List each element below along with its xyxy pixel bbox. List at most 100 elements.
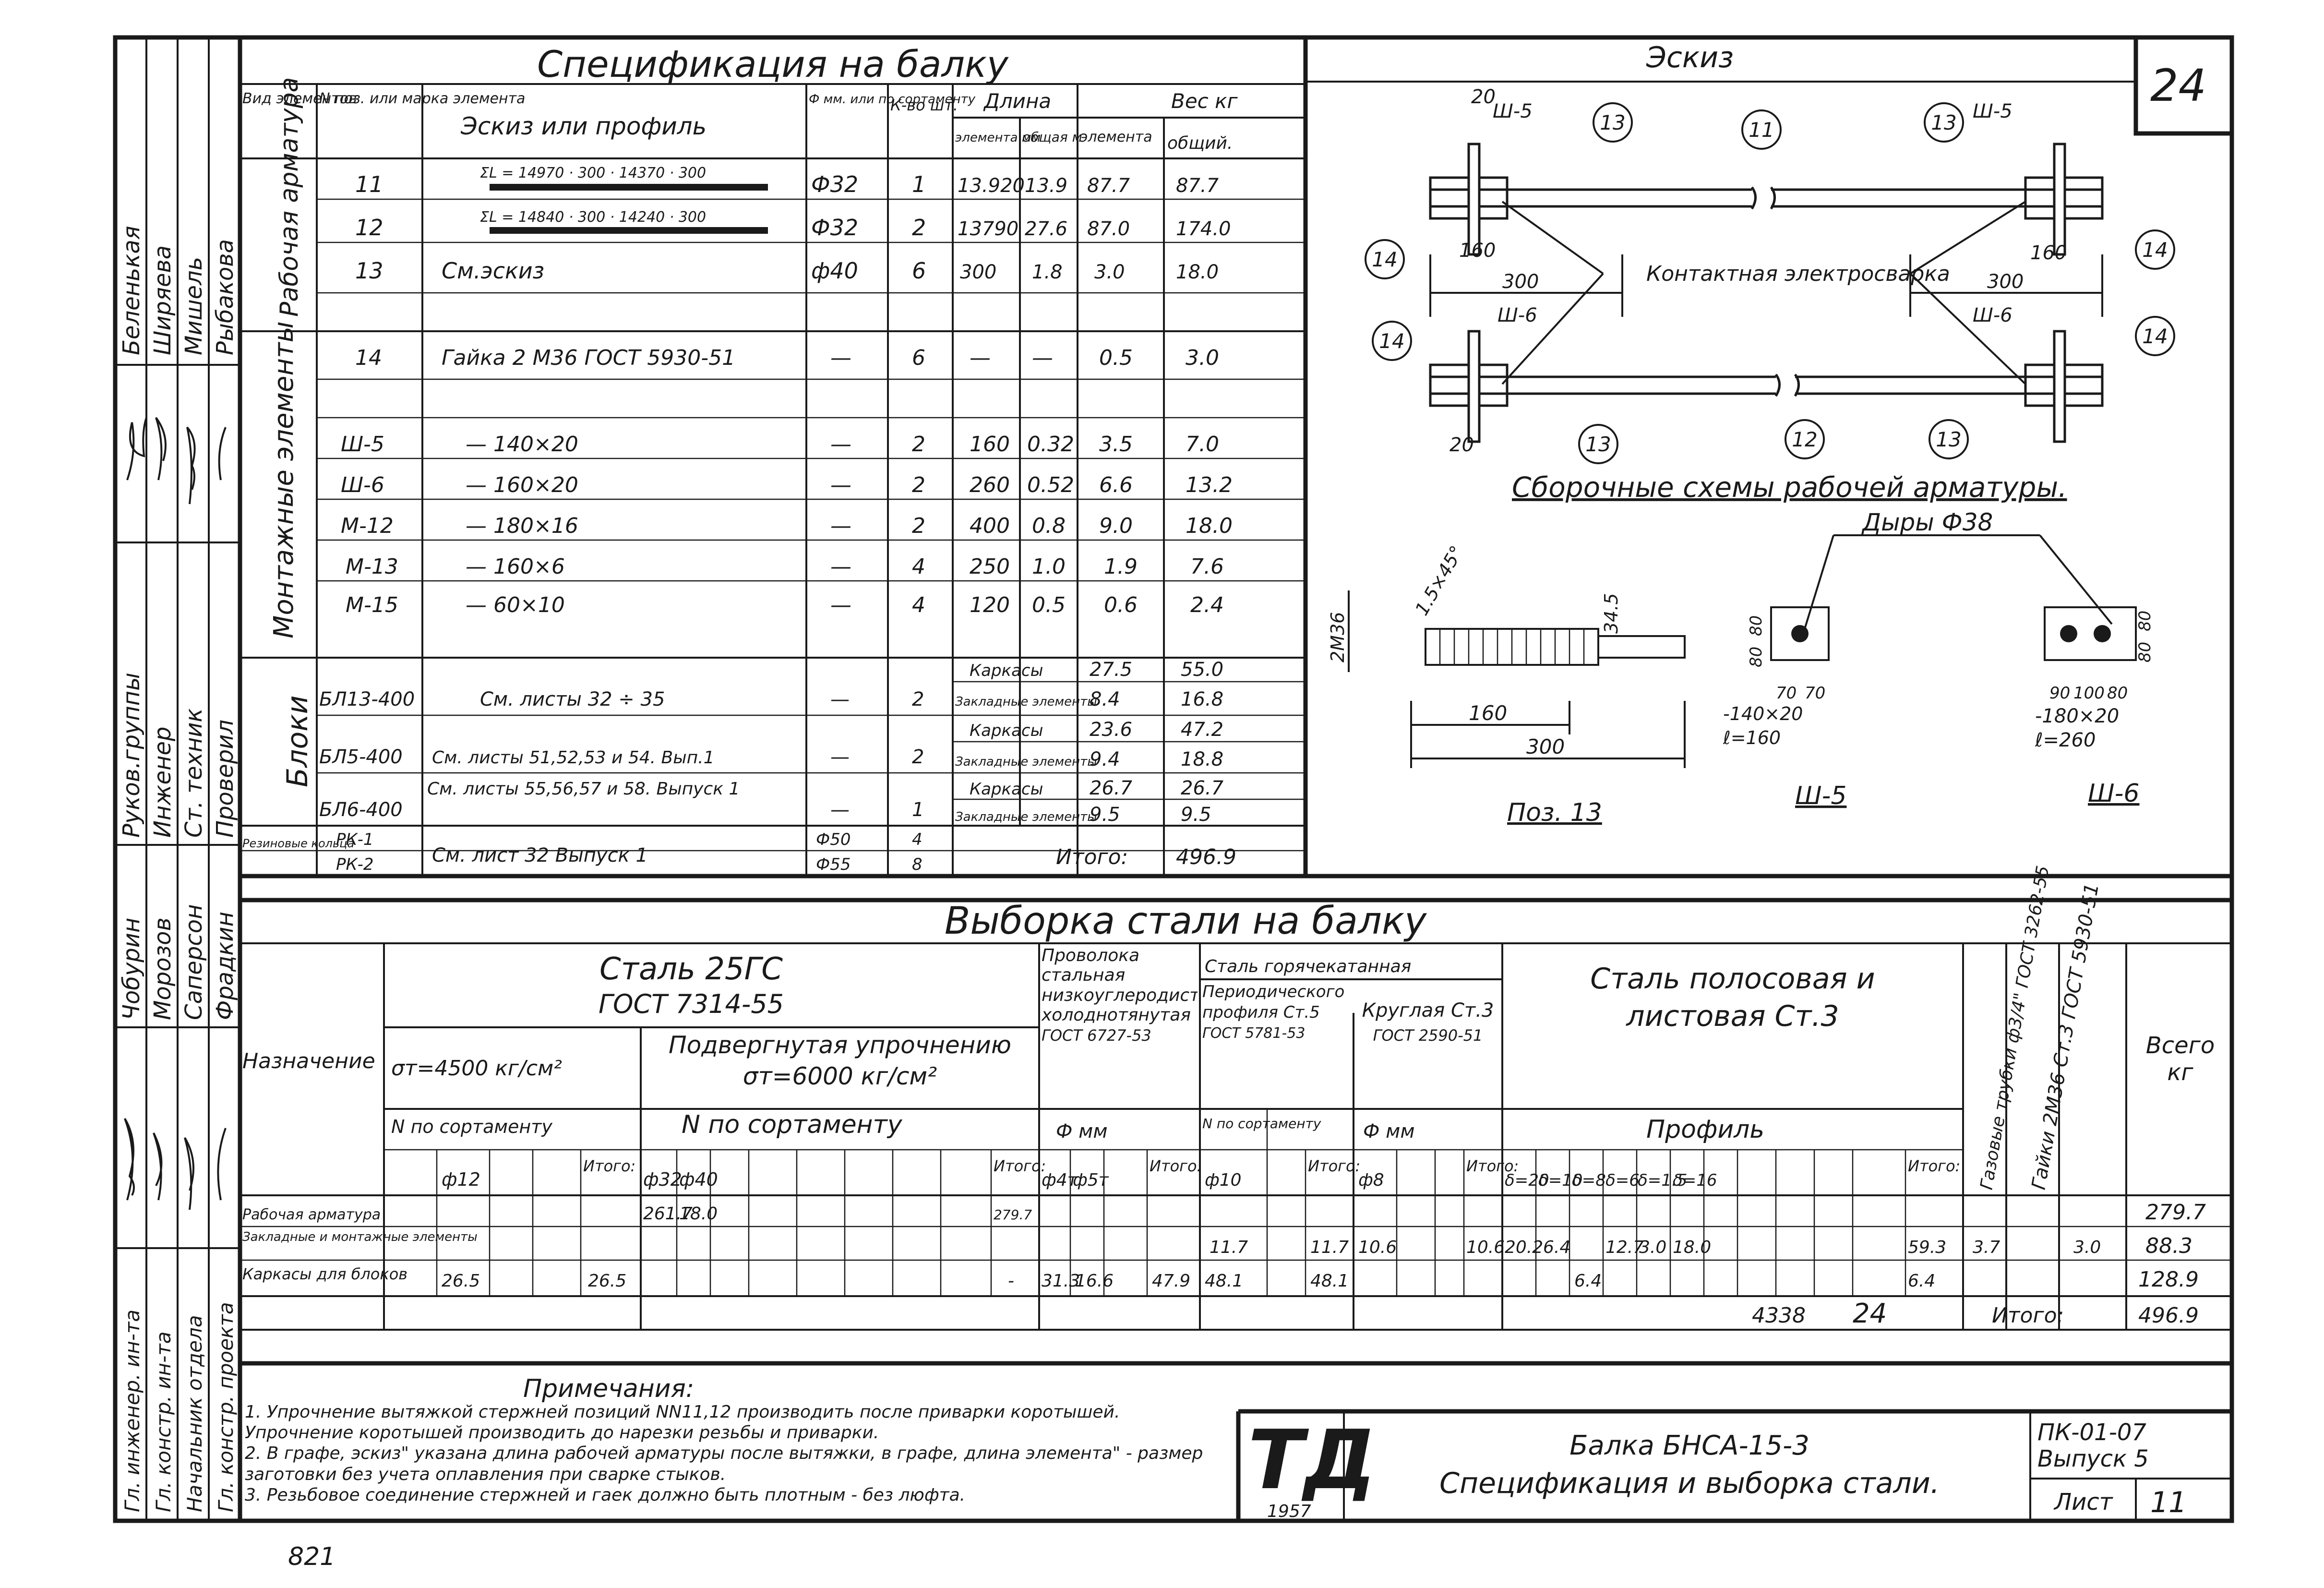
- cell-qty: 6: [912, 258, 926, 284]
- cell-w-el: 26.7: [1090, 777, 1133, 799]
- col-itogo: Итого:: [1908, 1157, 1960, 1175]
- cell-value: 279.7: [994, 1207, 1032, 1223]
- bubble-14: 14: [1372, 321, 1412, 361]
- cell-qty: 4: [912, 830, 922, 849]
- header-weight: Вес кг: [1171, 89, 1238, 113]
- cell-w-el: 9.4: [1090, 748, 1120, 770]
- cell-value: 3.7: [1973, 1238, 2000, 1257]
- header-weight-total: общий.: [1167, 133, 1233, 153]
- svg-text:70: 70: [1776, 684, 1797, 703]
- cell-len-tot: 0.8: [1032, 514, 1066, 538]
- detail-sh6: 90 100 80 80 80 -180×20 ℓ=260 Ш-6: [2035, 534, 2155, 808]
- cell-subitem: Каркасы: [970, 661, 1043, 680]
- stamp-sheet-no: 11: [2150, 1486, 2187, 1519]
- dim-label: 160: [1459, 240, 1496, 262]
- cell-w-el: 27.5: [1090, 659, 1132, 681]
- cell-pos: М-15: [346, 593, 398, 617]
- cell-pos: 13: [355, 258, 383, 284]
- cell-pos: 12: [355, 215, 383, 241]
- side-name: Фрадкин: [212, 912, 239, 1020]
- group-label: Блоки: [281, 696, 314, 787]
- cell-dia: Ф55: [816, 855, 851, 874]
- cell-qty: 1: [912, 799, 924, 821]
- col-delta: δ=16: [1673, 1171, 1717, 1190]
- vyborka-grand-total: 496.9: [2138, 1303, 2199, 1328]
- cell-dia: Ф50: [816, 830, 851, 849]
- detail-sh5: Дыры Ф38 80 80 70 70 -140×20 ℓ=160 Ш-5: [1723, 508, 2040, 810]
- cell-value: 26.5: [442, 1271, 480, 1291]
- side-name: Ширяева: [149, 245, 176, 355]
- svg-text:13: 13: [1600, 111, 1625, 134]
- vyborka-ref: 4338: [1752, 1303, 1806, 1328]
- spec-table: Спецификация на балку: [240, 43, 1306, 876]
- stamp-issue: Выпуск 5: [2037, 1445, 2149, 1472]
- cell-pos: БЛ6-400: [319, 799, 403, 821]
- stamp-title2: Спецификация и выборка стали.: [1439, 1467, 1940, 1500]
- cell-pos: М-13: [346, 554, 398, 579]
- cell-profile: См. листы 51,52,53 и 54. Вып.1: [432, 748, 715, 768]
- cell-len-el: 120: [970, 593, 1010, 617]
- cell-value: -: [1008, 1271, 1014, 1291]
- cell-w-tot: 3.0: [1186, 346, 1219, 370]
- side-role: Проверил: [212, 720, 239, 838]
- cell-w-el: 87.7: [1087, 175, 1130, 197]
- svg-text:80: 80: [2135, 642, 2155, 662]
- bubble-13: 13: [1578, 424, 1618, 464]
- bubble-13: 13: [1593, 102, 1633, 143]
- spec-total-label: Итого:: [1056, 845, 1128, 869]
- svg-text:300: 300: [1526, 735, 1565, 758]
- cell-profile: См. листы 55,56,57 и 58. Выпуск 1: [427, 779, 740, 799]
- col-delta: δ=8: [1572, 1171, 1606, 1190]
- hot-mm: Ф мм: [1363, 1120, 1415, 1143]
- side-role: Ст. техник: [180, 709, 207, 838]
- bubble-12: 12: [1785, 419, 1825, 459]
- cell-len-tot: 0.52: [1027, 473, 1074, 497]
- col-delta: δ=1.5: [1638, 1171, 1687, 1190]
- welding-note: Контактная электросварка: [1646, 262, 1950, 286]
- spec-title: Спецификация на балку: [537, 43, 1009, 85]
- cell-qty: 2: [912, 432, 925, 457]
- side-role: Инженер: [149, 727, 176, 838]
- cell-len-tot: 0.32: [1027, 432, 1074, 457]
- header-length-el: элемента мм: [955, 131, 1041, 145]
- dim-label: Ш-5: [1493, 100, 1533, 122]
- cell-subitem: Закладные элементы: [955, 695, 1097, 709]
- cell-w-tot: 9.5: [1181, 804, 1211, 826]
- cell-value: 47.9: [1152, 1271, 1190, 1291]
- publisher-logo: ТД: [1248, 1413, 1376, 1508]
- sheet-frame: [113, 35, 2234, 1523]
- row-name: Закладные и монтажные элементы: [242, 1230, 478, 1244]
- cell-w-tot: 18.0: [1186, 514, 1233, 538]
- cell-dia: —: [830, 688, 850, 710]
- cell-profile: См.эскиз: [442, 258, 544, 284]
- svg-text:160: 160: [1469, 701, 1507, 725]
- svg-text:80: 80: [1747, 647, 1766, 667]
- steel25-title: Сталь 25ГС: [599, 951, 783, 987]
- cell-len-tot: 1.8: [1032, 261, 1063, 283]
- cell-w-el: 3.5: [1099, 432, 1133, 457]
- cell-pos: Ш-6: [341, 473, 384, 497]
- cell-profile: Гайка 2 М36 ГОСТ 5930-51: [442, 346, 735, 370]
- cell-len-el: —: [970, 346, 991, 370]
- svg-text:11: 11: [1749, 118, 1774, 142]
- cell-profile: — 160×20: [466, 473, 578, 497]
- row-name: Каркасы для блоков: [242, 1265, 407, 1283]
- col-delta: δ=10: [1538, 1171, 1583, 1190]
- cell-qty: 2: [912, 514, 925, 538]
- col-delta: δ=6: [1605, 1171, 1640, 1190]
- col-itogo: Итого:: [1466, 1157, 1519, 1175]
- group-label: Рабочая арматура: [275, 77, 304, 317]
- cell-len-el: 300: [960, 261, 996, 283]
- cell-value: 10.6: [1358, 1238, 1397, 1257]
- cell-qty: 2: [912, 746, 924, 768]
- cell-value: 20.2: [1505, 1238, 1543, 1257]
- steel25-gost: ГОСТ 7314-55: [599, 989, 784, 1019]
- cell-pos: 14: [355, 346, 382, 370]
- cell-w-tot: 55.0: [1181, 659, 1223, 681]
- bubble-14: 14: [2135, 229, 2175, 270]
- bar-assembly-11: [1429, 143, 2104, 256]
- col-purpose: Назначение: [242, 1049, 375, 1073]
- cell-subitem: Каркасы: [970, 780, 1043, 799]
- cell-dia: —: [830, 346, 851, 370]
